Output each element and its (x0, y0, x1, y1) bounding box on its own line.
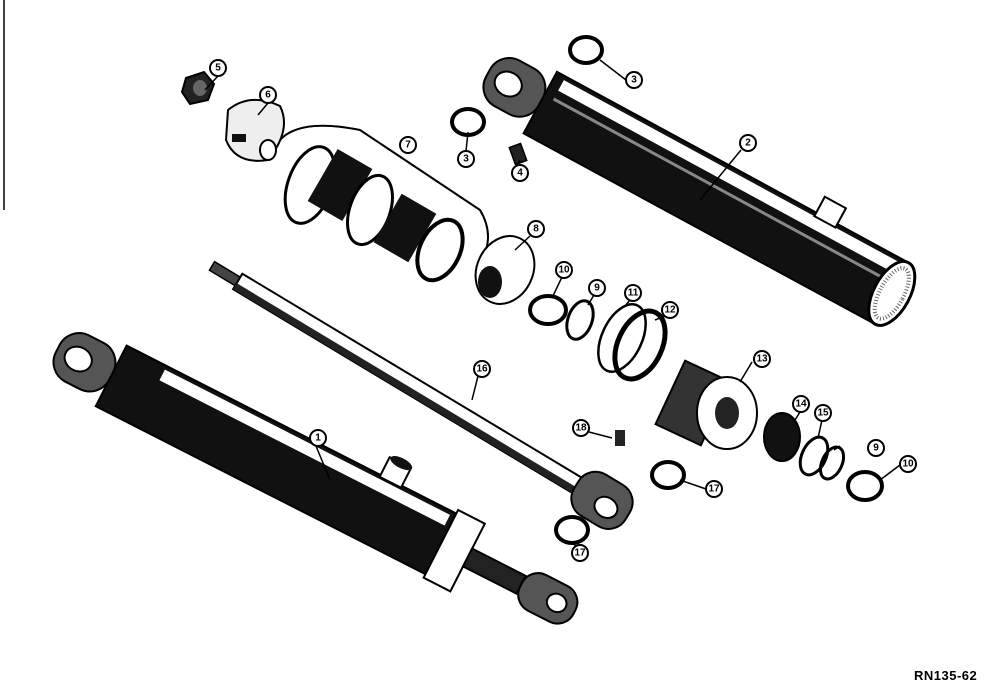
callout-10b: 10 (899, 455, 917, 473)
part-3-bushing-b (568, 35, 604, 65)
callout-11: 11 (624, 284, 642, 302)
part-2-cylinder-barrel (482, 57, 917, 327)
part-16-piston-rod (208, 260, 634, 530)
part-8-gland (474, 235, 536, 305)
svg-text:7: 7 (405, 140, 411, 151)
figure-reference-code: RN135-62 (914, 668, 978, 683)
callout-9b: 9 (867, 439, 885, 457)
callout-15: 15 (814, 404, 832, 422)
part-10-bushing-b (846, 470, 884, 502)
part-15-ring (798, 435, 830, 477)
part-1-cylinder-assembly (52, 332, 579, 625)
callout-17a: 17 (705, 480, 723, 498)
callout-4: 4 (511, 164, 529, 182)
svg-text:6: 6 (265, 90, 271, 101)
svg-text:9: 9 (594, 283, 600, 294)
svg-text:3: 3 (631, 75, 637, 86)
callout-13: 13 (753, 350, 771, 368)
part-14-packing (763, 412, 801, 462)
callout-2: 2 (739, 134, 757, 152)
svg-text:14: 14 (795, 399, 807, 410)
part-13-cylinder-head (654, 359, 758, 450)
svg-text:16: 16 (476, 364, 488, 375)
svg-text:8: 8 (533, 224, 539, 235)
callout-17b: 17 (571, 544, 589, 562)
svg-text:13: 13 (756, 354, 768, 365)
callout-1: 1 (309, 429, 327, 447)
callout-18: 18 (572, 419, 590, 437)
part-9-o-ring-a (565, 299, 595, 341)
part-9-o-ring-b (818, 445, 846, 481)
callout-9a: 9 (588, 279, 606, 297)
callout-14: 14 (792, 395, 810, 413)
callout-8: 8 (527, 220, 545, 238)
callout-6: 6 (259, 86, 277, 104)
svg-text:1: 1 (315, 433, 321, 444)
part-12-wiper-ring (612, 308, 668, 382)
svg-text:4: 4 (517, 168, 523, 179)
part-4-grease-fitting (508, 142, 528, 166)
svg-text:2: 2 (745, 138, 751, 149)
part-5-nut (180, 70, 216, 106)
svg-text:10: 10 (558, 265, 570, 276)
svg-text:5: 5 (215, 63, 221, 74)
svg-text:3: 3 (463, 154, 469, 165)
part-6-piston-head (224, 99, 285, 162)
svg-text:17: 17 (574, 548, 586, 559)
part-11-ring (597, 303, 647, 373)
svg-text:18: 18 (575, 423, 587, 434)
callout-12: 12 (661, 301, 679, 319)
callout-3b: 3 (625, 71, 643, 89)
part-18-grease-fitting (615, 430, 625, 446)
part-10-bushing-a (528, 294, 568, 326)
callout-3a: 3 (457, 150, 475, 168)
svg-text:17: 17 (708, 484, 720, 495)
svg-text:12: 12 (664, 305, 676, 316)
callout-7: 7 (399, 136, 417, 154)
callout-16: 16 (473, 360, 491, 378)
callout-10a: 10 (555, 261, 573, 279)
part-17-bushing-a (650, 460, 686, 490)
part-7-piston-seal-set (279, 124, 489, 283)
svg-text:15: 15 (817, 408, 829, 419)
svg-text:11: 11 (628, 288, 639, 299)
svg-text:10: 10 (902, 459, 914, 470)
part-17-bushing-b (554, 515, 590, 545)
part-3-bushing-a (450, 107, 486, 137)
callout-5: 5 (209, 59, 227, 77)
svg-text:9: 9 (873, 443, 879, 454)
